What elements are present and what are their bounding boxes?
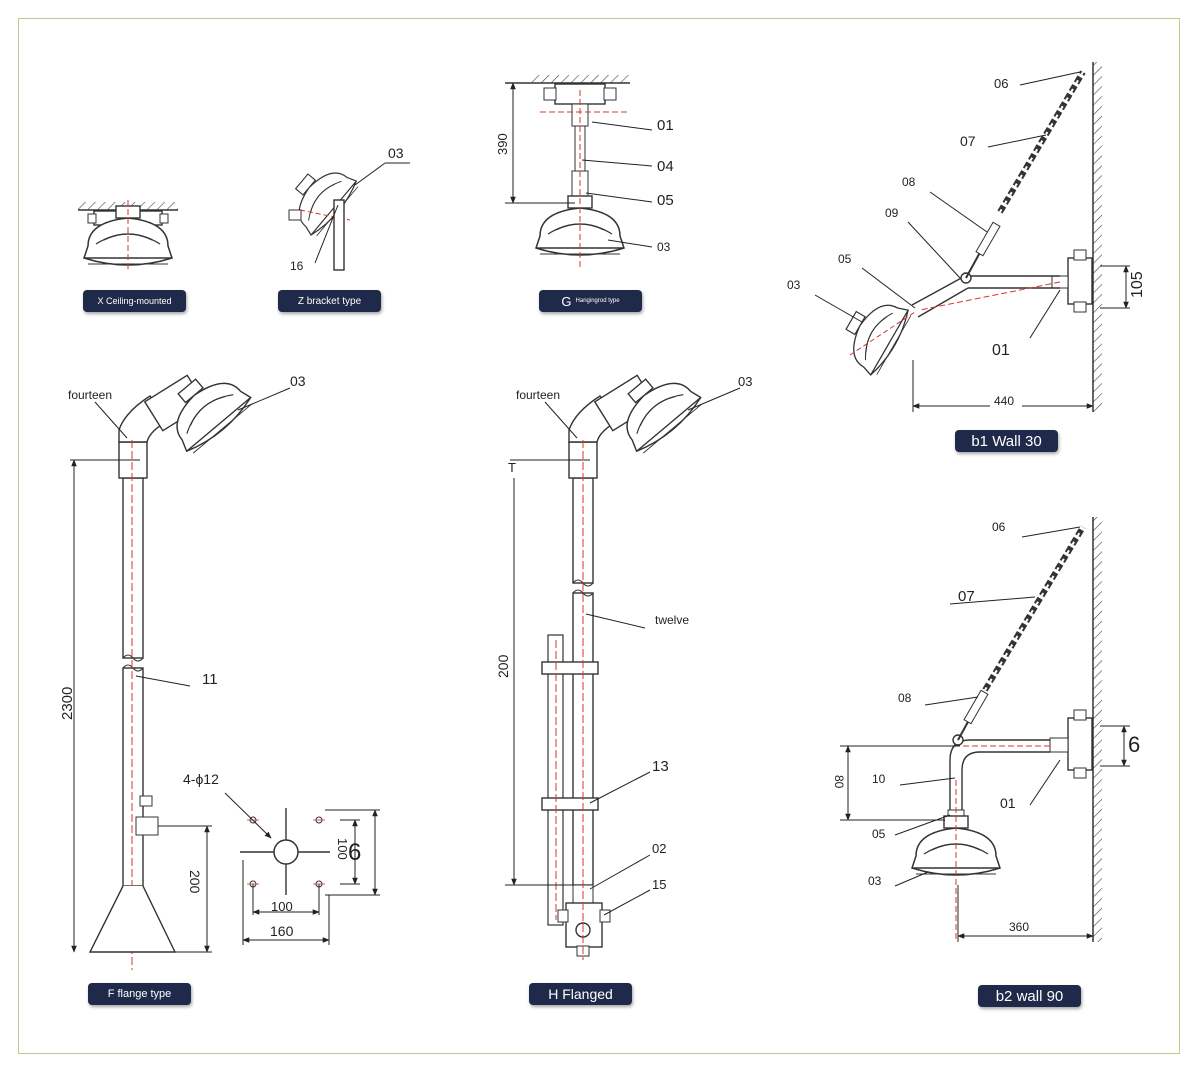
z-label-16: 16 [290,259,304,273]
b2-dim-80: 80 [832,775,846,789]
flange-plan-view: 100 6 100 160 4-ϕ12 [183,771,380,945]
f-label-11: 11 [202,671,218,688]
caption-hanging-rod: G Hangingrod type [539,290,642,312]
caption-z-bracket: Z bracket type [278,290,381,312]
f-label-03: 03 [290,373,306,389]
h-label-02: 02 [652,841,666,856]
caption-hanging-rod-text: Hangingrod type [575,298,620,304]
wall-90-drawing: 80 6 360 06 07 08 10 05 03 01 [832,517,1140,942]
f-label-4-phi-12: 4-ϕ12 [183,771,219,787]
b2-label-05: 05 [872,827,886,841]
ceiling-mounted-drawing [78,200,178,270]
h-flanged-drawing: T 200 fourteen 03 twelve 13 02 15 [495,358,752,960]
f-dim-2300: 2300 [59,687,76,720]
f-dim-100: 100 [271,899,293,914]
f-label-fourteen: fourteen [68,388,112,402]
b1-label-05: 05 [838,252,852,266]
f-flange-drawing: 2300 200 fourteen 03 11 [59,358,380,970]
h-label-fourteen: fourteen [516,388,560,402]
z-bracket-drawing: 03 16 [278,145,410,273]
caption-hanging-rod-letter: G [561,293,572,309]
b2-dim-360: 360 [1009,920,1029,934]
h-label-03: 03 [738,374,752,389]
h-label-15: 15 [652,877,666,892]
b2-label-03: 03 [868,874,882,888]
b2-label-08: 08 [898,691,912,705]
caption-h-flanged: H Flanged [529,983,632,1005]
b1-label-03: 03 [787,278,801,292]
b2-dim-6: 6 [1128,732,1140,757]
b2-label-06: 06 [992,520,1006,534]
wall-30-drawing: 105 440 06 07 08 09 05 03 01 [787,62,1146,412]
hanging-rod-drawing: 390 01 04 05 03 [495,75,674,270]
caption-wall-90: b2 wall 90 [978,985,1081,1007]
caption-ceiling-mounted: X Ceiling-mounted [83,290,186,312]
g-label-04: 04 [657,158,674,175]
b1-dim-440: 440 [994,394,1014,408]
caption-wall-30: b1 Wall 30 [955,430,1058,452]
z-label-03: 03 [388,145,404,161]
g-label-05: 05 [657,192,674,209]
g-label-03: 03 [657,240,671,254]
f-dim-160: 160 [270,923,294,939]
f-dim-200: 200 [187,870,203,894]
b1-label-09: 09 [885,206,899,220]
drawing-frame [18,18,1180,1054]
b2-label-01: 01 [1000,795,1016,811]
h-label-twelve: twelve [655,613,689,627]
b2-label-10: 10 [872,772,886,786]
caption-f-flange: F flange type [88,983,191,1005]
h-dim-200: 200 [495,654,511,678]
b1-label-08: 08 [902,175,916,189]
b1-label-01: 01 [992,342,1010,359]
f-dim-9: 6 [348,839,361,866]
h-label-T: T [508,460,516,475]
g-label-01: 01 [657,117,674,134]
g-dim-390: 390 [495,133,510,155]
b1-dim-105: 105 [1129,271,1146,298]
f-dim-100-vertical: 100 [335,838,350,860]
b2-label-07: 07 [958,588,975,605]
b1-label-06: 06 [994,76,1008,91]
b1-label-07: 07 [960,133,976,149]
h-label-13: 13 [652,758,669,775]
